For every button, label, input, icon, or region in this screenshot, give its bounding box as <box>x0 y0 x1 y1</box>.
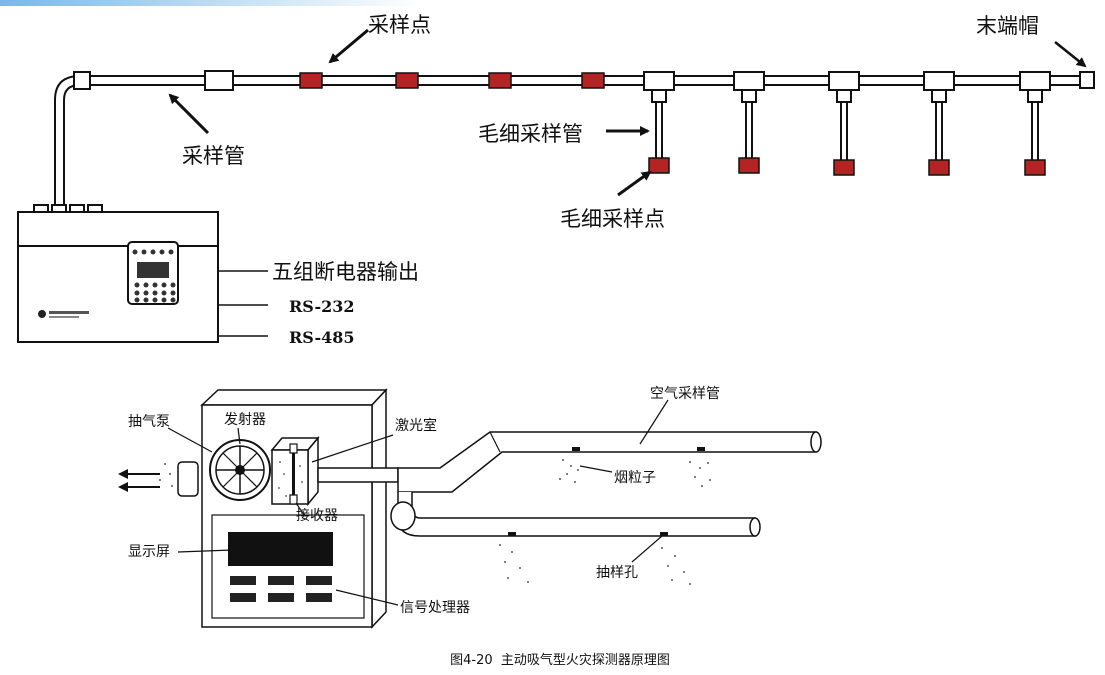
capillary-branch <box>1019 71 1051 176</box>
sampling-hole <box>572 447 580 451</box>
sampling-point <box>395 72 419 89</box>
smoke-particles <box>159 459 711 585</box>
top-system-diagram: 采样点 末端帽 采样管 毛细采样管 毛细采样点 五组断电器输出 RS-232 R… <box>17 13 1095 347</box>
elbow-coupler <box>73 71 91 90</box>
air-sampling-pipe <box>390 431 822 537</box>
label-capillary-point: 毛细采样点 <box>560 207 665 231</box>
bottom-principle-diagram: 抽气泵 发射器 激光室 接收器 显示屏 空气采样管 烟粒子 抽样孔 信号处理器 <box>118 386 822 629</box>
label-emitter: 发射器 <box>224 412 266 428</box>
label-receiver: 接收器 <box>296 507 338 524</box>
detector-unit <box>17 204 219 343</box>
label-capillary-pipe: 毛细采样管 <box>478 122 583 146</box>
figure-caption: 图4-20 主动吸气型火灾探测器原理图 <box>450 652 670 668</box>
label-rs232: RS-232 <box>289 297 354 316</box>
arrow-capillary-point <box>617 170 652 197</box>
sampling-hole <box>697 447 705 451</box>
label-sampling-point: 采样点 <box>368 13 431 37</box>
header-accent-bar <box>0 0 420 6</box>
sampling-hole <box>508 532 516 536</box>
pipe-coupler <box>204 70 234 91</box>
label-hole: 抽样孔 <box>596 565 638 581</box>
label-display: 显示屏 <box>128 544 170 560</box>
arrow-sampling-point <box>328 28 369 64</box>
sampling-point <box>581 72 605 89</box>
label-sampling-pipe: 采样管 <box>182 144 245 168</box>
label-air-pipe: 空气采样管 <box>650 386 720 402</box>
capillary-branch <box>828 71 860 176</box>
label-relay-output: 五组断电器输出 <box>272 260 419 284</box>
arrow-end-cap <box>1054 41 1087 68</box>
sampling-hole <box>660 532 668 536</box>
arrow-sampling-pipe <box>168 93 210 135</box>
capillary-branch <box>923 71 955 176</box>
processor-buttons <box>230 576 332 602</box>
laser-chamber <box>270 435 320 507</box>
label-pump: 抽气泵 <box>128 414 170 430</box>
pump-fan <box>177 439 271 501</box>
pipe-elbow <box>54 75 91 211</box>
sampling-point <box>299 72 323 89</box>
end-cap <box>1079 71 1095 89</box>
capillary-branch <box>643 71 675 174</box>
label-processor: 信号处理器 <box>400 600 470 616</box>
sampling-point <box>488 72 512 89</box>
display-screen <box>228 532 333 566</box>
label-rs485: RS-485 <box>289 328 354 347</box>
label-end-cap: 末端帽 <box>976 14 1039 38</box>
label-laser-chamber: 激光室 <box>395 417 437 434</box>
brand-logo <box>38 310 89 318</box>
capillary-branch <box>733 71 765 174</box>
label-smoke: 烟粒子 <box>614 470 656 486</box>
